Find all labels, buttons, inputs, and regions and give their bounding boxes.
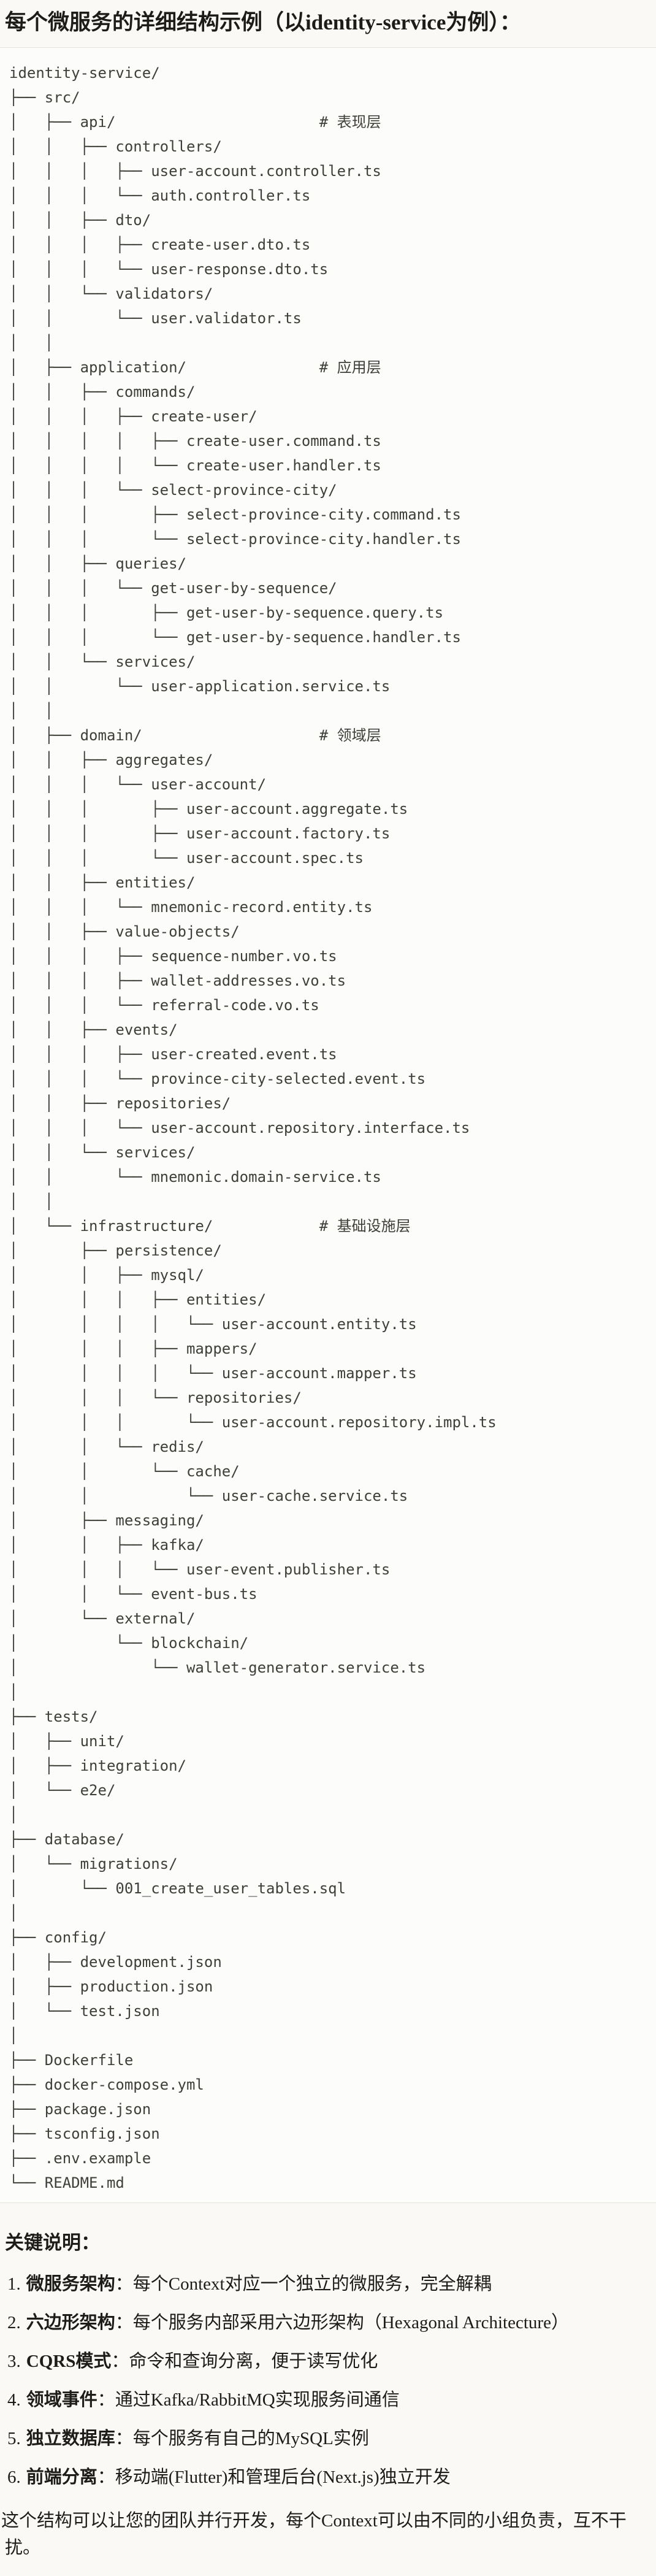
note-item: 4.领域事件：通过Kafka/RabbitMQ实现服务间通信 — [7, 2386, 651, 2413]
notes-section: 关键说明： 1.微服务架构：每个Context对应一个独立的微服务，完全解耦 2… — [0, 2230, 656, 2576]
closing-text: 这个结构可以让您的团队并行开发，每个Context可以由不同的小组负责，互不干扰… — [1, 2511, 627, 2558]
note-text: ：每个服务内部采用六边形架构（Hexagonal Architecture） — [115, 2313, 569, 2333]
note-number: 4. — [7, 2390, 21, 2410]
note-text: ：移动端(Flutter)和管理后台(Next.js)独立开发 — [97, 2467, 451, 2487]
note-number: 6. — [7, 2467, 21, 2487]
closing-paragraph: 这个结构可以让您的团队并行开发，每个Context可以由不同的小组负责，互不干扰… — [1, 2507, 651, 2576]
note-term: 独立数据库 — [26, 2429, 115, 2448]
note-text: ：通过Kafka/RabbitMQ实现服务间通信 — [97, 2390, 400, 2410]
note-number: 2. — [7, 2313, 21, 2333]
note-text: ：命令和查询分离，便于读写优化 — [111, 2352, 378, 2371]
note-item: 1.微服务架构：每个Context对应一个独立的微服务，完全解耦 — [7, 2271, 651, 2298]
note-term: 微服务架构 — [26, 2274, 115, 2294]
page-title: 每个微服务的详细结构示例（以identity-service为例）： — [5, 10, 521, 34]
notes-list: 1.微服务架构：每个Context对应一个独立的微服务，完全解耦 2.六边形架构… — [5, 2271, 651, 2491]
notes-heading: 关键说明： — [5, 2232, 100, 2253]
note-number: 5. — [7, 2429, 21, 2448]
note-term: 前端分离 — [26, 2467, 97, 2487]
note-item: 6.前端分离：移动端(Flutter)和管理后台(Next.js)独立开发 — [7, 2464, 651, 2491]
note-text: ：每个服务有自己的MySQL实例 — [115, 2429, 369, 2448]
note-text: ：每个Context对应一个独立的微服务，完全解耦 — [115, 2274, 492, 2294]
note-term: 六边形架构 — [26, 2313, 115, 2333]
note-term: CQRS模式 — [26, 2352, 112, 2371]
note-item: 2.六边形架构：每个服务内部采用六边形架构（Hexagonal Architec… — [7, 2309, 651, 2336]
note-term: 领域事件 — [26, 2390, 97, 2410]
note-number: 1. — [7, 2274, 21, 2294]
note-number: 3. — [7, 2352, 21, 2371]
note-item: 5. 独立数据库：每个服务有自己的MySQL实例 — [7, 2425, 651, 2452]
note-item: 3. CQRS模式：命令和查询分离，便于读写优化 — [7, 2348, 651, 2375]
directory-tree-code-block: identity-service/ ├── src/ │ ├── api/ # … — [0, 47, 656, 2203]
